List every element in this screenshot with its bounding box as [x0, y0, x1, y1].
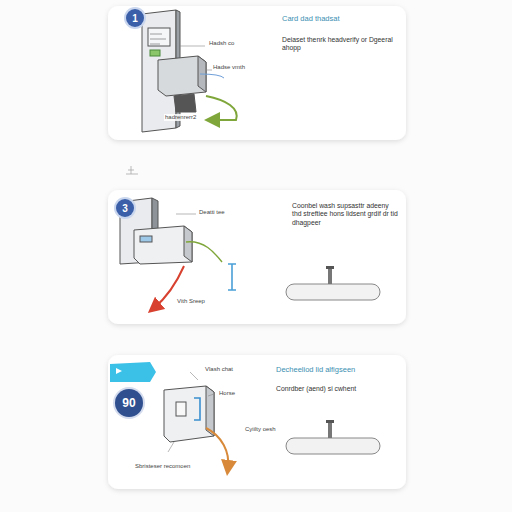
device-figure	[120, 198, 222, 264]
bar-figure	[286, 420, 380, 454]
card-title: Decheeliod lid alfigseen	[276, 365, 355, 374]
card	[108, 355, 406, 489]
badge-shape	[110, 362, 156, 382]
callout-circle: 1	[126, 9, 144, 27]
bar-figure	[286, 266, 380, 300]
callout-number: 1	[132, 13, 138, 24]
flow-arrow	[206, 428, 228, 468]
card-box: Coonbel wash supsasttr adeeny thd streft…	[108, 190, 406, 324]
device-figure	[164, 372, 214, 452]
card-title: Card dad thadsat	[282, 14, 340, 23]
part-label: Vlash chat	[204, 366, 234, 373]
card-body: Deiaset thenrk headverify or Dgeeral aho…	[282, 36, 397, 53]
part-label: Cyiilty oesh	[244, 426, 277, 433]
callout-number: 90	[122, 396, 135, 410]
badge-shape	[116, 368, 122, 374]
flow-arrow	[206, 96, 237, 120]
part-label: Deatti tee	[198, 209, 226, 216]
part-label: Hadse vmth	[212, 64, 246, 71]
part-label: Horse	[218, 390, 236, 397]
callout-circle: 90	[115, 389, 143, 417]
small-mark	[126, 166, 138, 174]
card	[108, 6, 406, 140]
card-box: Card dad thadsatDeiaset thenrk headverif…	[108, 6, 406, 140]
callout-circle: 3	[116, 199, 134, 217]
part-label: hadrenrerr2	[164, 114, 197, 121]
card	[108, 190, 406, 324]
card-body: Coonbel wash supsasttr adeeny thd streft…	[292, 202, 400, 227]
callout-number: 3	[122, 203, 128, 214]
part-label: Sbristeser recomoen	[134, 463, 191, 470]
card-body: Conrdber (aend) si cwhent	[276, 385, 396, 393]
part-label: Hadsh co	[208, 40, 235, 47]
part-label: Vith Sreep	[176, 298, 206, 305]
dimension-bracket	[228, 264, 236, 290]
